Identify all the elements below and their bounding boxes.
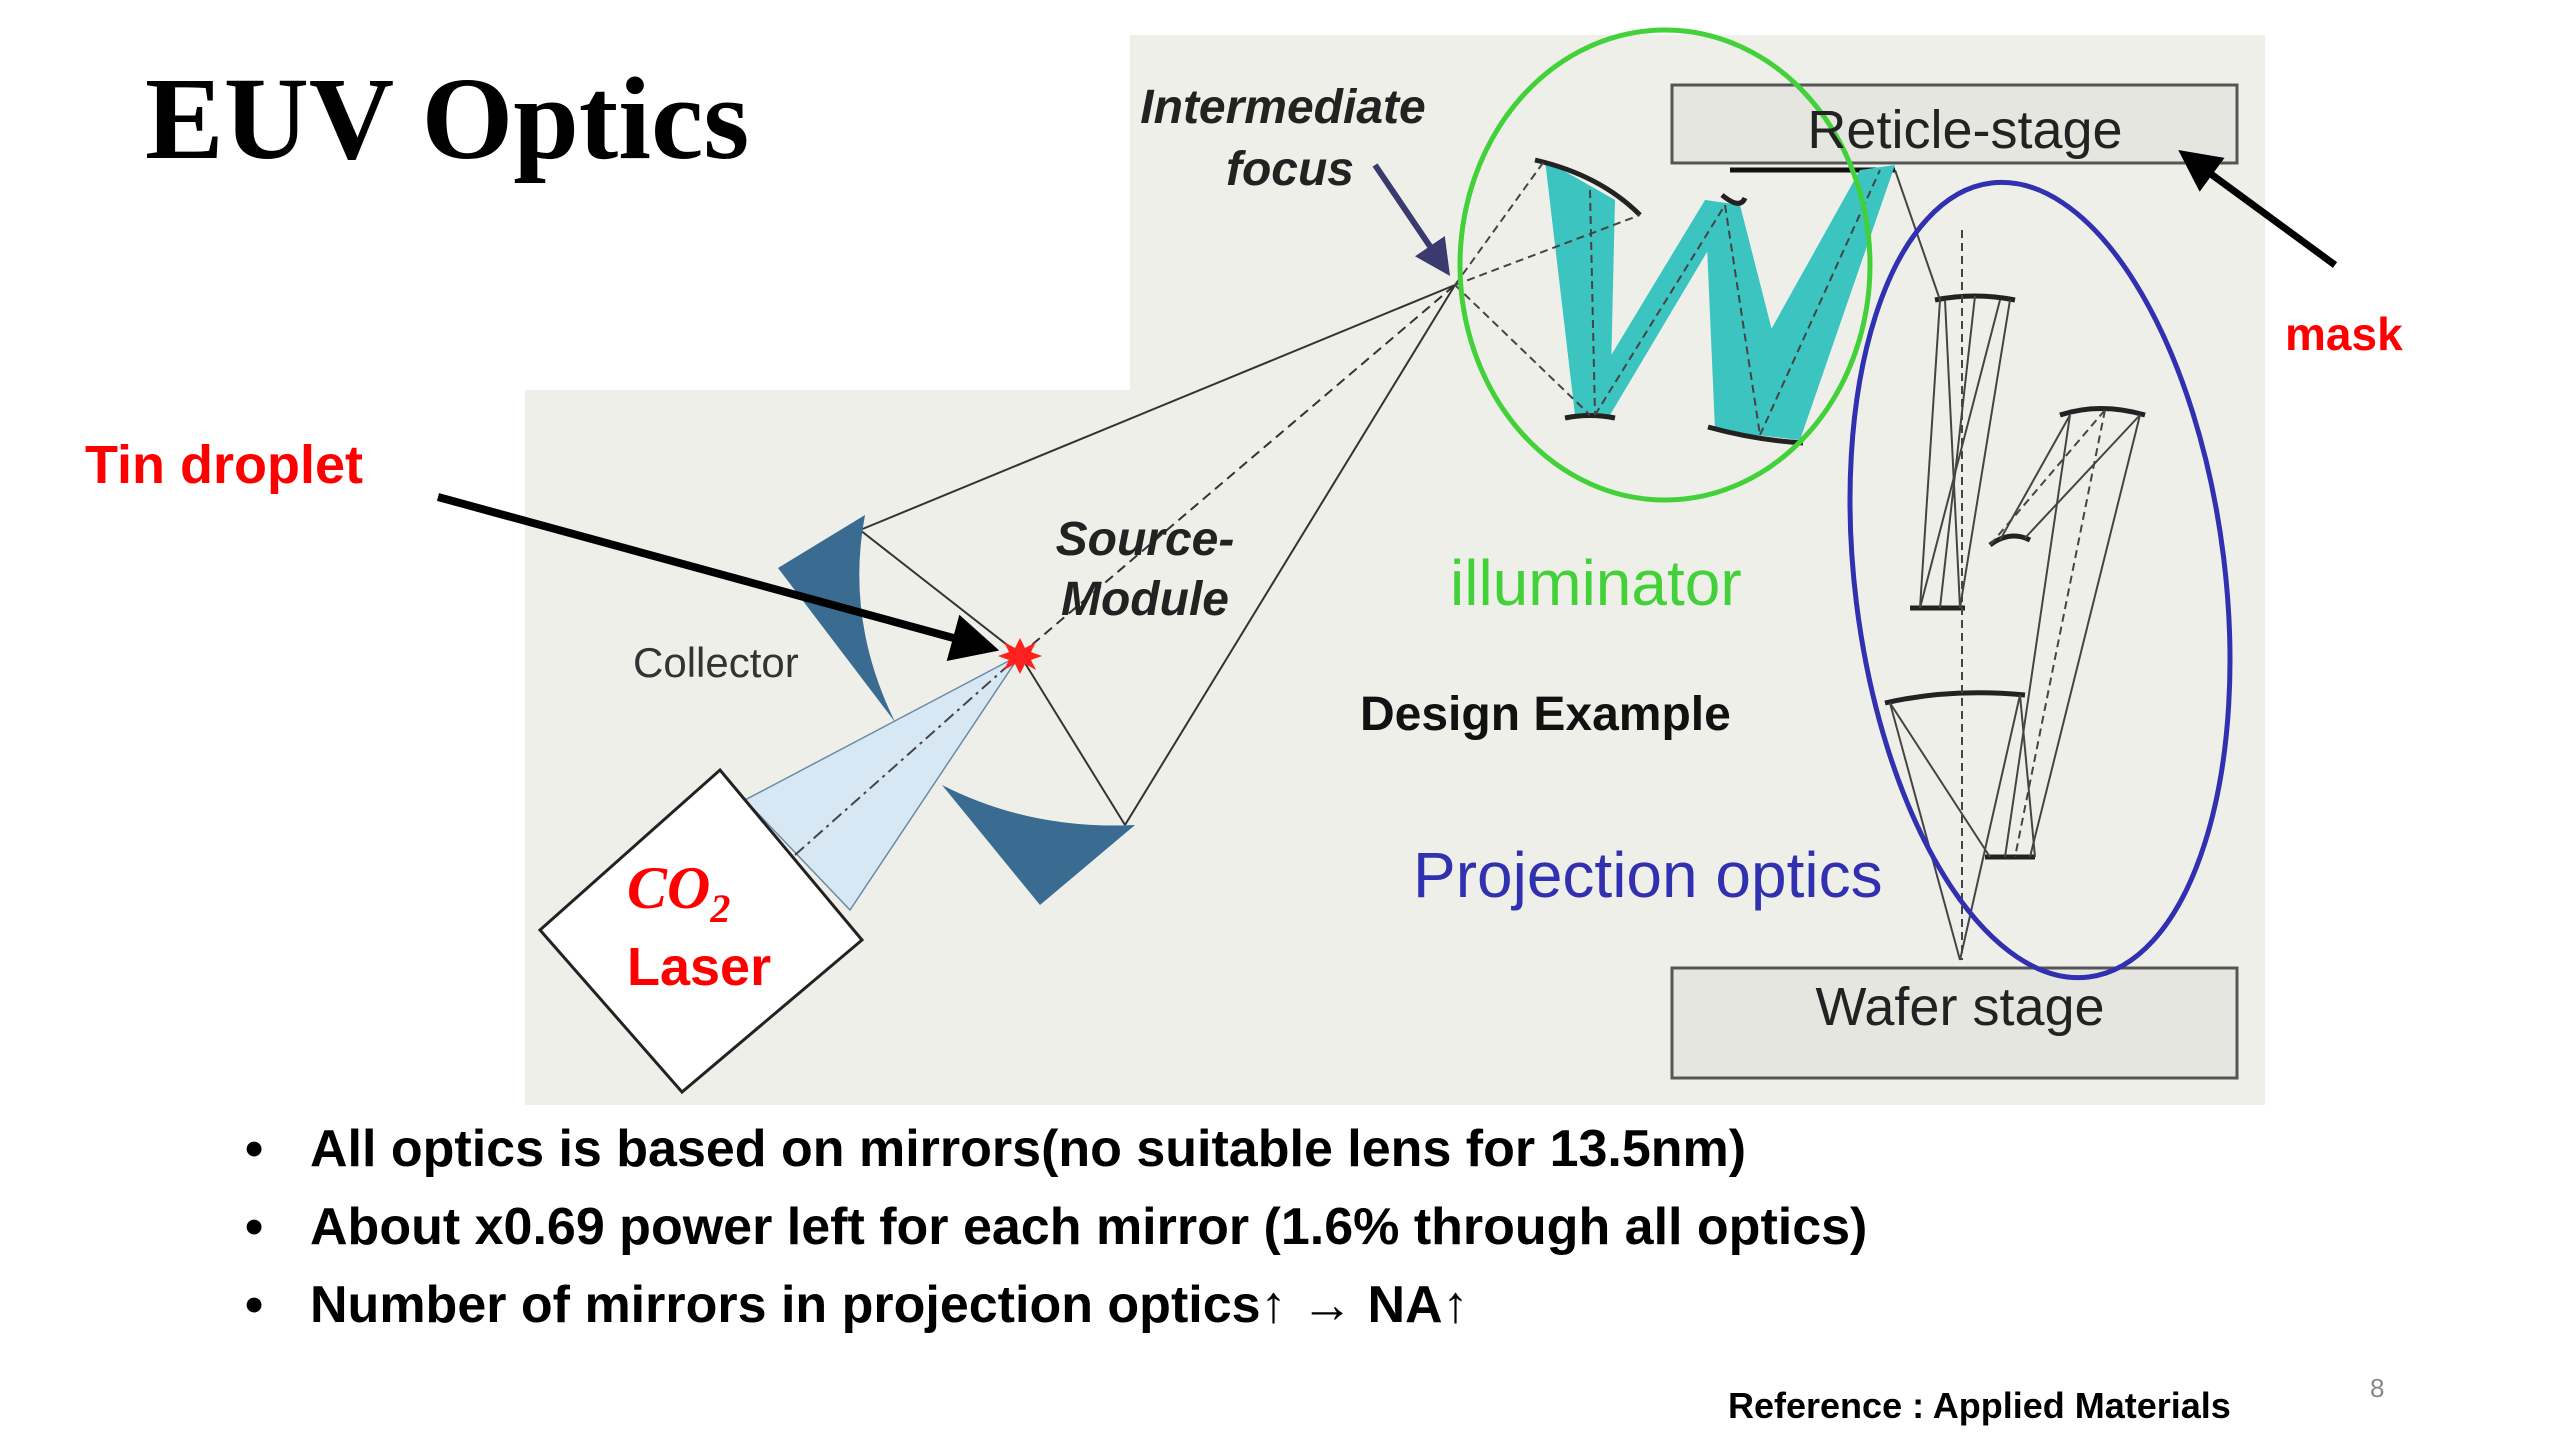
bullet-dot: • (245, 1276, 264, 1334)
source-module-label-line1: Source- (1056, 513, 1235, 566)
slide-title: EUV Optics (145, 53, 750, 184)
collector-mirror-bottom (942, 785, 1135, 905)
bullet-dot: • (245, 1198, 264, 1256)
projection-mirrors (1884, 169, 2146, 961)
reference-text: Reference : Applied Materials (1728, 1385, 2231, 1426)
source-module-label-line2: Module (1061, 573, 1229, 626)
bullet-list: • All optics is based on mirrors(no suita… (245, 1110, 1867, 1344)
bullet-item: • All optics is based on mirrors(no suita… (245, 1110, 1867, 1188)
mask-arrow (2178, 150, 2338, 268)
projection-optics-label: Projection optics (1413, 839, 1883, 911)
page-number: 8 (2370, 1373, 2385, 1403)
reticle-stage-label: Reticle-stage (1807, 100, 2122, 160)
projection-optics-ellipse (1847, 179, 2233, 981)
collector-label: Collector (633, 639, 799, 686)
wafer-stage-box (1670, 966, 2239, 1080)
co2-label: CO2 (627, 855, 730, 931)
bullet-text: All optics is based on mirrors(no suitab… (310, 1120, 1747, 1178)
laser-beam (743, 654, 1021, 912)
source-beam-lines (859, 284, 1456, 826)
bullet-dot: • (245, 1120, 264, 1178)
illuminator-label: illuminator (1450, 547, 1742, 619)
co2-label-subscript: 2 (709, 886, 730, 931)
wafer-stage-label: Wafer stage (1815, 977, 2104, 1037)
illuminator-circle (1457, 27, 1873, 503)
bullet-text: Number of mirrors in projection optics↑ … (310, 1276, 1469, 1334)
tin-droplet-label: Tin droplet (85, 435, 363, 495)
intermediate-focus-label-line2: focus (1226, 143, 1354, 196)
co2-laser-box (537, 767, 865, 1095)
bullet-text: About x0.69 power left for each mirror (… (310, 1198, 1868, 1256)
tin-droplet-mark (998, 638, 1042, 674)
intermediate-focus-label-line1: Intermediate (1140, 81, 1425, 134)
tin-droplet-arrow (436, 493, 1000, 662)
intermediate-focus-arrow (1372, 163, 1451, 276)
bullet-item: • Number of mirrors in projection optics↑… (245, 1266, 1867, 1344)
mask-label: mask (2285, 308, 2403, 360)
bullet-item: • About x0.69 power left for each mirror … (245, 1188, 1867, 1266)
laser-label: Laser (627, 937, 771, 997)
design-example-label: Design Example (1360, 688, 1731, 741)
illuminator-mirrors (1454, 157, 1895, 446)
co2-label-base: CO (627, 855, 710, 921)
reticle-stage-box (1670, 83, 2239, 165)
collector-mirror-top (778, 515, 895, 722)
